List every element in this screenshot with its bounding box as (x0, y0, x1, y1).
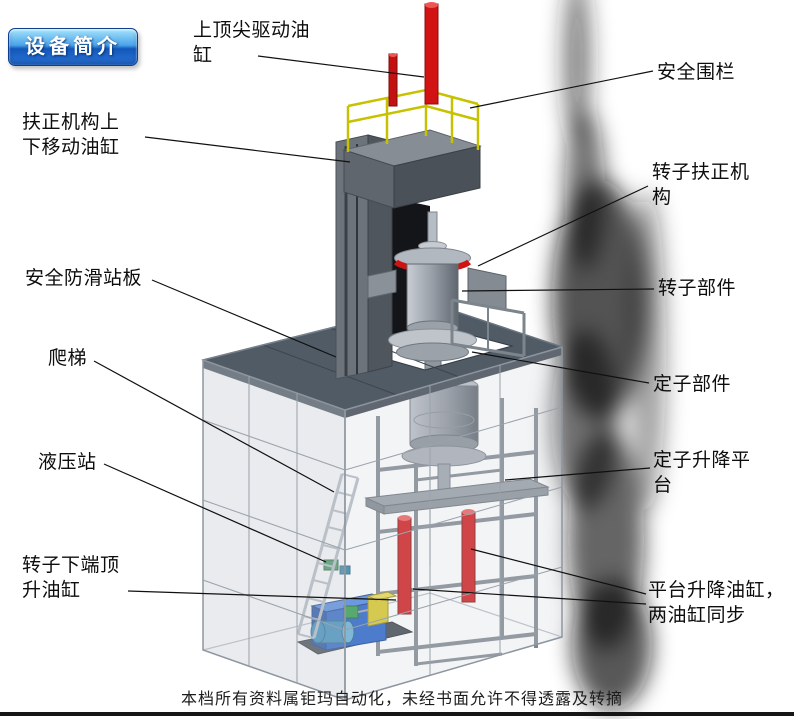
label-hydraulic-station: 液压站 (38, 452, 97, 473)
label-rotor-component: 转子部件 (658, 278, 737, 299)
rotor-assembly (367, 211, 507, 362)
smoke-shadow (551, 0, 666, 710)
safety-railing-graphic (346, 88, 480, 152)
label-centering-lift-cylinder: 扶正机构上 下移动油缸 (22, 112, 120, 159)
label-stator-component: 定子部件 (653, 374, 732, 395)
label-ladder: 爬梯 (48, 348, 88, 369)
cage-frame-front (202, 346, 563, 702)
label-anti-slip-platform: 安全防滑站板 (25, 268, 143, 289)
rotor-centering-frame (450, 298, 526, 358)
label-rotor-centering-mechanism: 转子扶正机 构 (652, 162, 750, 209)
bottom-divider (0, 712, 794, 716)
label-top-drive-cylinder: 上顶尖驱动油 缸 (193, 20, 311, 67)
top-drive-cylinder-graphic (388, 2, 439, 107)
head-box (342, 129, 482, 209)
label-safety-fence: 安全围栏 (657, 62, 736, 83)
ladder-graphic (296, 473, 360, 639)
title-badge: 设备简介 (8, 28, 138, 66)
label-platform-lift-cylinders: 平台升降油缸， 两油缸同步 (648, 580, 785, 627)
lift-platform (364, 478, 550, 515)
label-rotor-bottom-jack-cylinder: 转子下端顶 升油缸 (22, 555, 120, 602)
copyright-notice: 本档所有资料属钜玛自动化，未经书面允许不得透露及转摘 (180, 691, 623, 708)
leader-lines (93, 55, 655, 605)
label-stator-lift-platform: 定子升降平 台 (653, 450, 751, 497)
lift-cylinders (397, 509, 476, 615)
